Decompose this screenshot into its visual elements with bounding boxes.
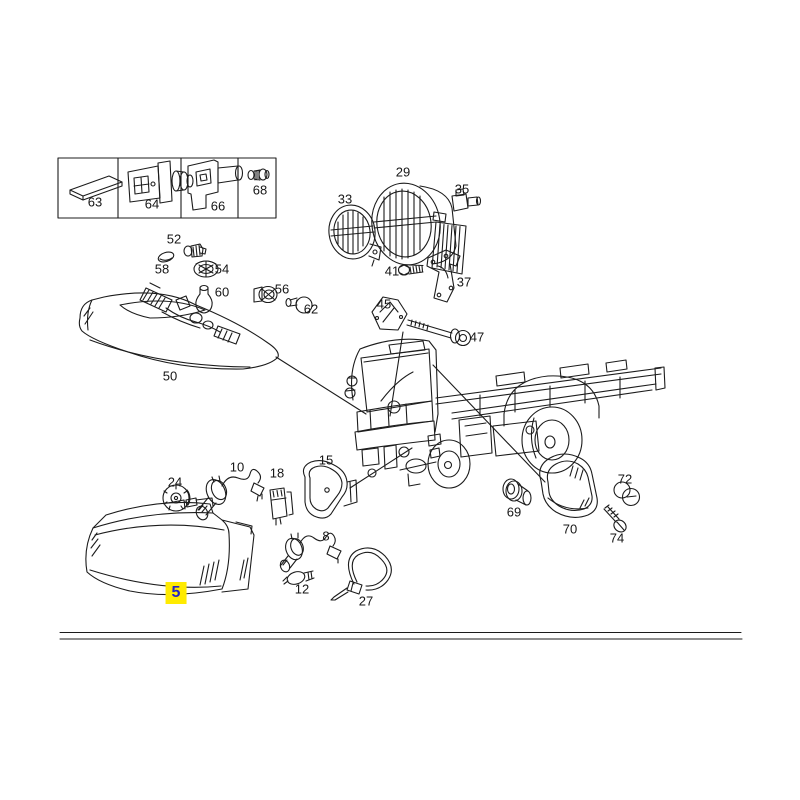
part-label-27[interactable]: 27 [358,593,374,609]
leader-lines [275,331,546,489]
part-29-drawing [371,182,467,275]
part-37-drawing [426,249,461,303]
truck-drawing [344,338,666,489]
part-label-69[interactable]: 69 [506,504,522,520]
part-label-52[interactable]: 52 [166,231,182,247]
part-50-drawing [78,282,279,370]
part-64-drawing [127,160,194,204]
part-label-37[interactable]: 37 [456,274,472,290]
part-label-24[interactable]: 24 [167,474,183,490]
part-label-29[interactable]: 29 [395,164,411,180]
part-33-drawing [328,204,382,267]
part-label-18[interactable]: 18 [269,465,285,481]
part-70-drawing [539,453,598,518]
part-15-drawing [302,459,358,519]
part-label-50[interactable]: 50 [162,368,178,384]
part-56-drawing [253,285,278,304]
part-label-15[interactable]: 15 [318,452,334,468]
part-label-56[interactable]: 56 [274,281,290,297]
part-label-63[interactable]: 63 [87,194,103,210]
part-5-drawing [85,497,255,596]
part-45-drawing [371,296,408,331]
part-label-62[interactable]: 62 [303,301,319,317]
part-74-drawing [603,504,627,533]
part-label-70[interactable]: 70 [562,521,578,537]
part-66-drawing [187,159,244,211]
part-41-drawing [397,264,424,276]
part-63-drawing [69,175,123,201]
part-10-drawing [195,468,265,521]
part-35-drawing [451,188,482,212]
part-52-drawing [183,243,207,258]
part-69-drawing [502,478,532,506]
part-label-54[interactable]: 54 [214,261,230,277]
part-62-drawing [285,296,313,314]
part-47-drawing [406,319,472,347]
part-label-41[interactable]: 41 [384,263,400,279]
bottom-separator-lines [59,631,743,640]
part-label-64[interactable]: 64 [144,196,160,212]
part-label-5-selected[interactable]: 5 [165,582,187,604]
part-58-drawing [157,251,175,263]
part-8-drawing [279,532,342,573]
part-54-drawing [193,260,219,278]
part-label-68[interactable]: 68 [252,182,268,198]
part-label-8[interactable]: 8 [322,528,330,544]
part-label-74[interactable]: 74 [609,530,625,546]
part-label-33[interactable]: 33 [337,191,353,207]
part-27-drawing [330,547,392,601]
part-60-drawing [195,284,213,314]
part-18-drawing [269,487,294,526]
part-label-66[interactable]: 66 [210,198,226,214]
part-label-72[interactable]: 72 [617,471,633,487]
part-label-47[interactable]: 47 [469,329,485,345]
part-label-35[interactable]: 35 [454,181,470,197]
part-12-drawing [282,570,315,585]
part-72-drawing [613,481,641,507]
part-label-10[interactable]: 10 [229,459,245,475]
part-68-drawing [247,168,270,181]
part-label-12[interactable]: 12 [294,581,310,597]
part-label-45[interactable]: 45 [376,296,392,312]
part-label-58[interactable]: 58 [154,261,170,277]
part-label-60[interactable]: 60 [214,284,230,300]
